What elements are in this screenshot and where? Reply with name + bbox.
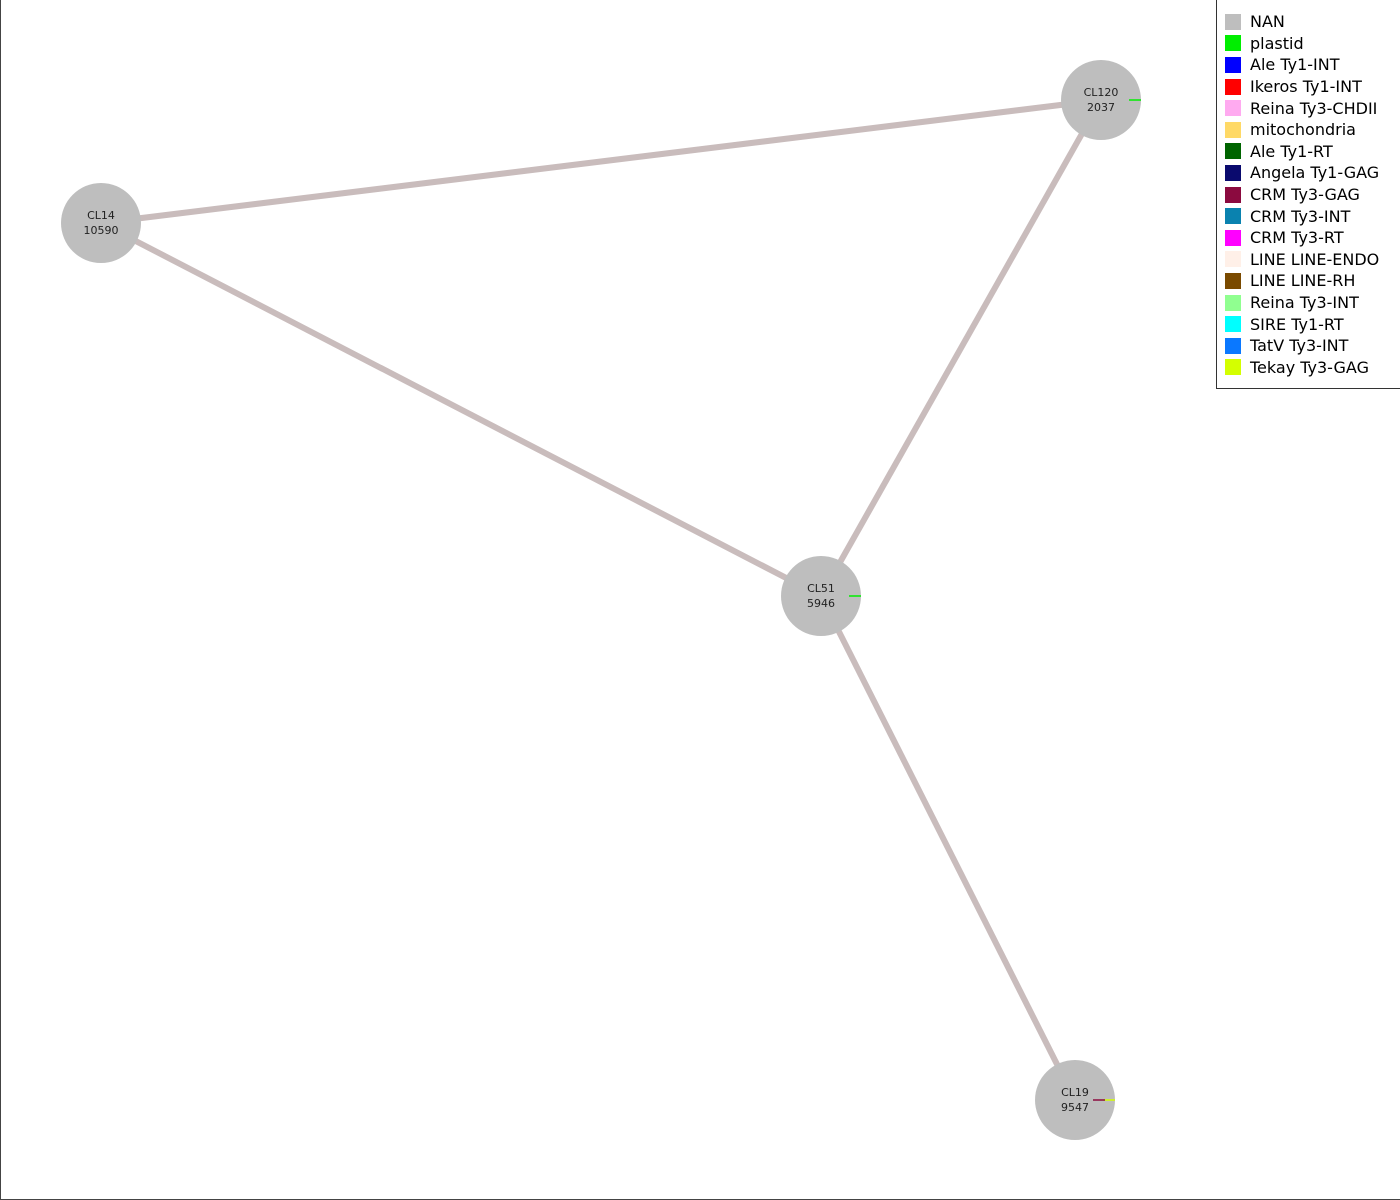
edge-CL14-CL120 xyxy=(100,97,1102,226)
legend-label: SIRE Ty1-RT xyxy=(1250,314,1344,334)
node-name: CL14 xyxy=(87,209,115,222)
node-name: CL120 xyxy=(1084,86,1119,99)
node-CL19[interactable]: CL19 9547 xyxy=(1035,1060,1115,1140)
legend-swatch xyxy=(1225,164,1241,181)
legend-label: plastid xyxy=(1250,33,1304,53)
legend-item: Ale Ty1-INT xyxy=(1225,54,1400,76)
legend-label: Ikeros Ty1-INT xyxy=(1250,77,1362,97)
legend-label: Ale Ty1-RT xyxy=(1250,141,1333,161)
legend-swatch xyxy=(1225,100,1241,117)
edge-CL51-CL19 xyxy=(818,594,1078,1102)
legend-swatch xyxy=(1225,251,1241,268)
node-circle[interactable] xyxy=(781,556,861,636)
legend-swatch xyxy=(1225,272,1241,289)
legend-swatch xyxy=(1225,143,1241,160)
node-circle[interactable] xyxy=(1061,60,1141,140)
legend-swatch xyxy=(1225,359,1241,376)
legend-swatch xyxy=(1225,121,1241,138)
legend-label: NAN xyxy=(1250,12,1285,32)
node-CL51[interactable]: CL51 5946 xyxy=(781,556,861,636)
node-name: CL51 xyxy=(807,582,835,595)
legend-label: LINE LINE-RH xyxy=(1250,271,1356,291)
legend-swatch xyxy=(1225,316,1241,333)
legend-item: CRM Ty3-RT xyxy=(1225,227,1400,249)
legend-label: Reina Ty3-CHDII xyxy=(1250,98,1378,118)
node-name: CL19 xyxy=(1061,1086,1089,1099)
legend-label: Reina Ty3-INT xyxy=(1250,293,1359,313)
legend-swatch xyxy=(1225,78,1241,95)
legend-item: SIRE Ty1-RT xyxy=(1225,313,1400,335)
node-count: 9547 xyxy=(1061,1101,1089,1114)
legend-swatch xyxy=(1225,56,1241,73)
legend-item: LINE LINE-ENDO xyxy=(1225,249,1400,271)
node-CL14[interactable]: CL14 10590 xyxy=(61,183,141,263)
legend-label: TatV Ty3-INT xyxy=(1250,336,1349,356)
legend-item: LINE LINE-RH xyxy=(1225,270,1400,292)
legend-label: Angela Ty1-GAG xyxy=(1250,163,1380,183)
legend-label: CRM Ty3-INT xyxy=(1250,206,1351,226)
legend-swatch xyxy=(1225,294,1241,311)
legend-item: TatV Ty3-INT xyxy=(1225,335,1400,357)
legend-item: Tekay Ty3-GAG xyxy=(1225,357,1400,379)
legend-label: CRM Ty3-GAG xyxy=(1250,185,1360,205)
legend-label: LINE LINE-ENDO xyxy=(1250,249,1380,269)
legend-item: plastid xyxy=(1225,33,1400,55)
legend-swatch xyxy=(1225,13,1241,30)
node-count: 10590 xyxy=(84,224,119,237)
node-count: 2037 xyxy=(1087,101,1115,114)
node-count: 5946 xyxy=(807,597,835,610)
legend-item: Ale Ty1-RT xyxy=(1225,141,1400,163)
legend-swatch xyxy=(1225,208,1241,225)
legend-item: Angela Ty1-GAG xyxy=(1225,162,1400,184)
legend-item: mitochondria xyxy=(1225,119,1400,141)
node-CL120[interactable]: CL120 2037 xyxy=(1061,60,1141,140)
node-circle[interactable] xyxy=(1035,1060,1115,1140)
legend-label: Tekay Ty3-GAG xyxy=(1250,357,1369,377)
legend-item: Reina Ty3-CHDII xyxy=(1225,97,1400,119)
edge-CL120-CL51 xyxy=(818,98,1104,598)
legend-item: Ikeros Ty1-INT xyxy=(1225,76,1400,98)
node-circle[interactable] xyxy=(61,183,141,263)
legend-label: mitochondria xyxy=(1250,120,1356,140)
legend-item: CRM Ty3-GAG xyxy=(1225,184,1400,206)
edges xyxy=(99,97,1104,1102)
legend-swatch xyxy=(1225,337,1241,354)
legend-swatch xyxy=(1225,229,1241,246)
legend-label: Ale Ty1-INT xyxy=(1250,55,1340,75)
legend-item: Reina Ty3-INT xyxy=(1225,292,1400,314)
legend-swatch xyxy=(1225,186,1241,203)
legend-label: CRM Ty3-RT xyxy=(1250,228,1344,248)
edge-CL14-CL51 xyxy=(99,220,823,599)
legend-item: CRM Ty3-INT xyxy=(1225,205,1400,227)
legend-item: NAN xyxy=(1225,11,1400,33)
legend-swatch xyxy=(1225,35,1241,52)
